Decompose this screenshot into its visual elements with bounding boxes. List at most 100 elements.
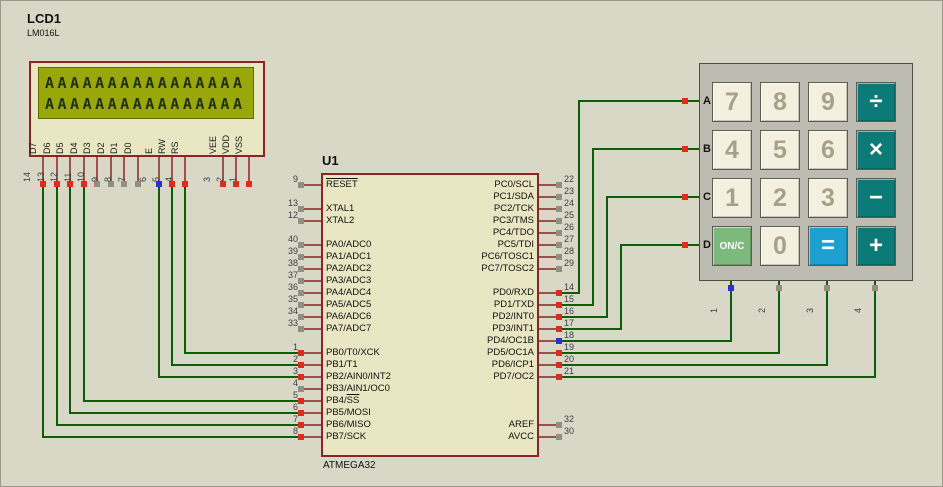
wire-keypad-col-4-pd7[interactable] (559, 281, 876, 378)
mcu-pin-number-33: 33 (287, 318, 298, 328)
wire-keypad-col-3-pd6[interactable] (559, 281, 828, 366)
mcu-pin-name-right-30: AVCC (508, 431, 534, 442)
mcu-pin-state-18 (556, 338, 562, 344)
mcu-pin-name-right-21: PD7/OC2 (493, 371, 534, 382)
mcu-component[interactable] (321, 173, 539, 457)
key-3[interactable]: 3 (808, 178, 848, 218)
mcu-pin-state-1 (298, 350, 304, 356)
keypad-col-label-3: 3 (805, 307, 815, 313)
key-on-clear[interactable]: ON/C (712, 226, 752, 266)
lcd-pin-name-d2: D2 (96, 142, 106, 154)
mcu-pin-state-9 (298, 182, 304, 188)
key-1[interactable]: 1 (712, 178, 752, 218)
mcu-pin-number-37: 37 (287, 270, 298, 280)
mcu-pin-name-left-5: PB4/SS (326, 395, 360, 406)
mcu-pin-state-13 (298, 206, 304, 212)
key-8[interactable]: 8 (760, 82, 800, 122)
mcu-pin-number-27: 27 (564, 234, 575, 244)
lcd-pin-number-9: 9 (90, 176, 100, 182)
mcu-pin-number-23: 23 (564, 186, 575, 196)
lcd-pin-name-d0: D0 (123, 142, 133, 154)
mcu-pin-number-35: 35 (287, 294, 298, 304)
mcu-pin-name-left-9: RESET (326, 179, 358, 190)
key-2[interactable]: 2 (760, 178, 800, 218)
wire-lcd-e-pb2[interactable] (158, 184, 301, 378)
mcu-pin-state-40 (298, 242, 304, 248)
wire-lcd-d4-pb4[interactable] (83, 184, 301, 402)
wire-lcd-rw-pb1[interactable] (171, 184, 301, 366)
wire-keypad-row-b-pd1[interactable] (559, 148, 699, 306)
lcd-pin-state-d4 (81, 181, 87, 187)
key-7[interactable]: 7 (712, 82, 752, 122)
lcd-pin-state-d0 (135, 181, 141, 187)
mcu-pin-state-39 (298, 254, 304, 260)
mcu-pin-state-35 (298, 302, 304, 308)
wire-lcd-d5-pb5[interactable] (69, 184, 301, 414)
mcu-pin-number-22: 22 (564, 174, 575, 184)
mcu-pin-number-1: 1 (292, 342, 298, 352)
mcu-pin-name-right-24: PC2/TCK (493, 203, 534, 214)
mcu-pin-name-left-35: PA5/ADC5 (326, 299, 372, 310)
mcu-pin-state-20 (556, 362, 562, 368)
wire-keypad-col-1-pd4[interactable] (559, 281, 732, 342)
keypad-col-pin-1 (728, 285, 734, 291)
mcu-pin-number-40: 40 (287, 234, 298, 244)
wire-lcd-d7-pb7[interactable] (42, 184, 301, 438)
key-9[interactable]: 9 (808, 82, 848, 122)
lcd-pin-state-vdd (233, 181, 239, 187)
key-6[interactable]: 6 (808, 130, 848, 170)
wire-lcd-d6-pb6[interactable] (56, 184, 301, 426)
lcd-pin-state-d2 (108, 181, 114, 187)
mcu-ref-label: U1 (322, 153, 339, 168)
mcu-pin-name-right-15: PD1/TXD (493, 299, 534, 310)
wire-keypad-row-d-pd3[interactable] (559, 244, 699, 330)
mcu-pin-number-2: 2 (292, 354, 298, 364)
wire-keypad-row-c-pd2[interactable] (559, 196, 699, 318)
mcu-pin-state-33 (298, 326, 304, 332)
mcu-pin-name-right-25: PC3/TMS (492, 215, 534, 226)
mcu-pin-number-14: 14 (564, 282, 575, 292)
mcu-pin-name-left-34: PA6/ADC6 (326, 311, 372, 322)
key-divide[interactable]: ÷ (856, 82, 896, 122)
mcu-pin-name-right-20: PD6/ICP1 (491, 359, 534, 370)
key-minus[interactable]: − (856, 178, 896, 218)
keypad-row-pin-d (682, 242, 688, 248)
mcu-pin-state-22 (556, 182, 562, 188)
key-4[interactable]: 4 (712, 130, 752, 170)
wire-keypad-col-2-pd5[interactable] (559, 281, 780, 354)
mcu-pin-name-right-19: PD5/OC1A (487, 347, 534, 358)
mcu-pin-name-right-18: PD4/OC1B (487, 335, 534, 346)
key-multiply[interactable]: × (856, 130, 896, 170)
key-0[interactable]: 0 (760, 226, 800, 266)
mcu-pin-number-21: 21 (564, 366, 575, 376)
lcd-component[interactable]: AAAAAAAAAAAAAAAA AAAAAAAAAAAAAAAA (29, 61, 265, 157)
keypad-col-label-2: 2 (757, 307, 767, 313)
key-5[interactable]: 5 (760, 130, 800, 170)
mcu-pin-name-left-1: PB0/T0/XCK (326, 347, 380, 358)
mcu-pin-name-right-16: PD2/INT0 (492, 311, 534, 322)
mcu-pin-state-16 (556, 314, 562, 320)
lcd-display-line-2: AAAAAAAAAAAAAAAA (45, 95, 246, 113)
mcu-pin-name-left-38: PA2/ADC2 (326, 263, 372, 274)
lcd-pin-number-8: 8 (103, 176, 113, 182)
mcu-pin-state-14 (556, 290, 562, 296)
key-plus[interactable]: + (856, 226, 896, 266)
keypad-col-pin-3 (824, 285, 830, 291)
lcd-pin-name-d4: D4 (69, 142, 79, 154)
keypad-col-label-1: 1 (709, 307, 719, 313)
key-equals[interactable]: = (808, 226, 848, 266)
wire-keypad-row-a-pd0[interactable] (559, 100, 699, 294)
mcu-pin-number-13: 13 (287, 198, 298, 208)
wire-lcd-rs-pb0[interactable] (184, 184, 301, 354)
lcd-pin-number-6: 6 (138, 176, 148, 182)
lcd-pin-number-2: 2 (215, 176, 225, 182)
mcu-pin-name-left-2: PB1/T1 (326, 359, 358, 370)
mcu-pin-state-36 (298, 290, 304, 296)
mcu-pin-state-25 (556, 218, 562, 224)
lcd-pin-name-vss: VSS (234, 135, 244, 154)
lcd-pin-name-rs: RS (170, 141, 180, 154)
lcd-pin-name-d5: D5 (55, 142, 65, 154)
lcd-pin-number-5: 5 (151, 176, 161, 182)
